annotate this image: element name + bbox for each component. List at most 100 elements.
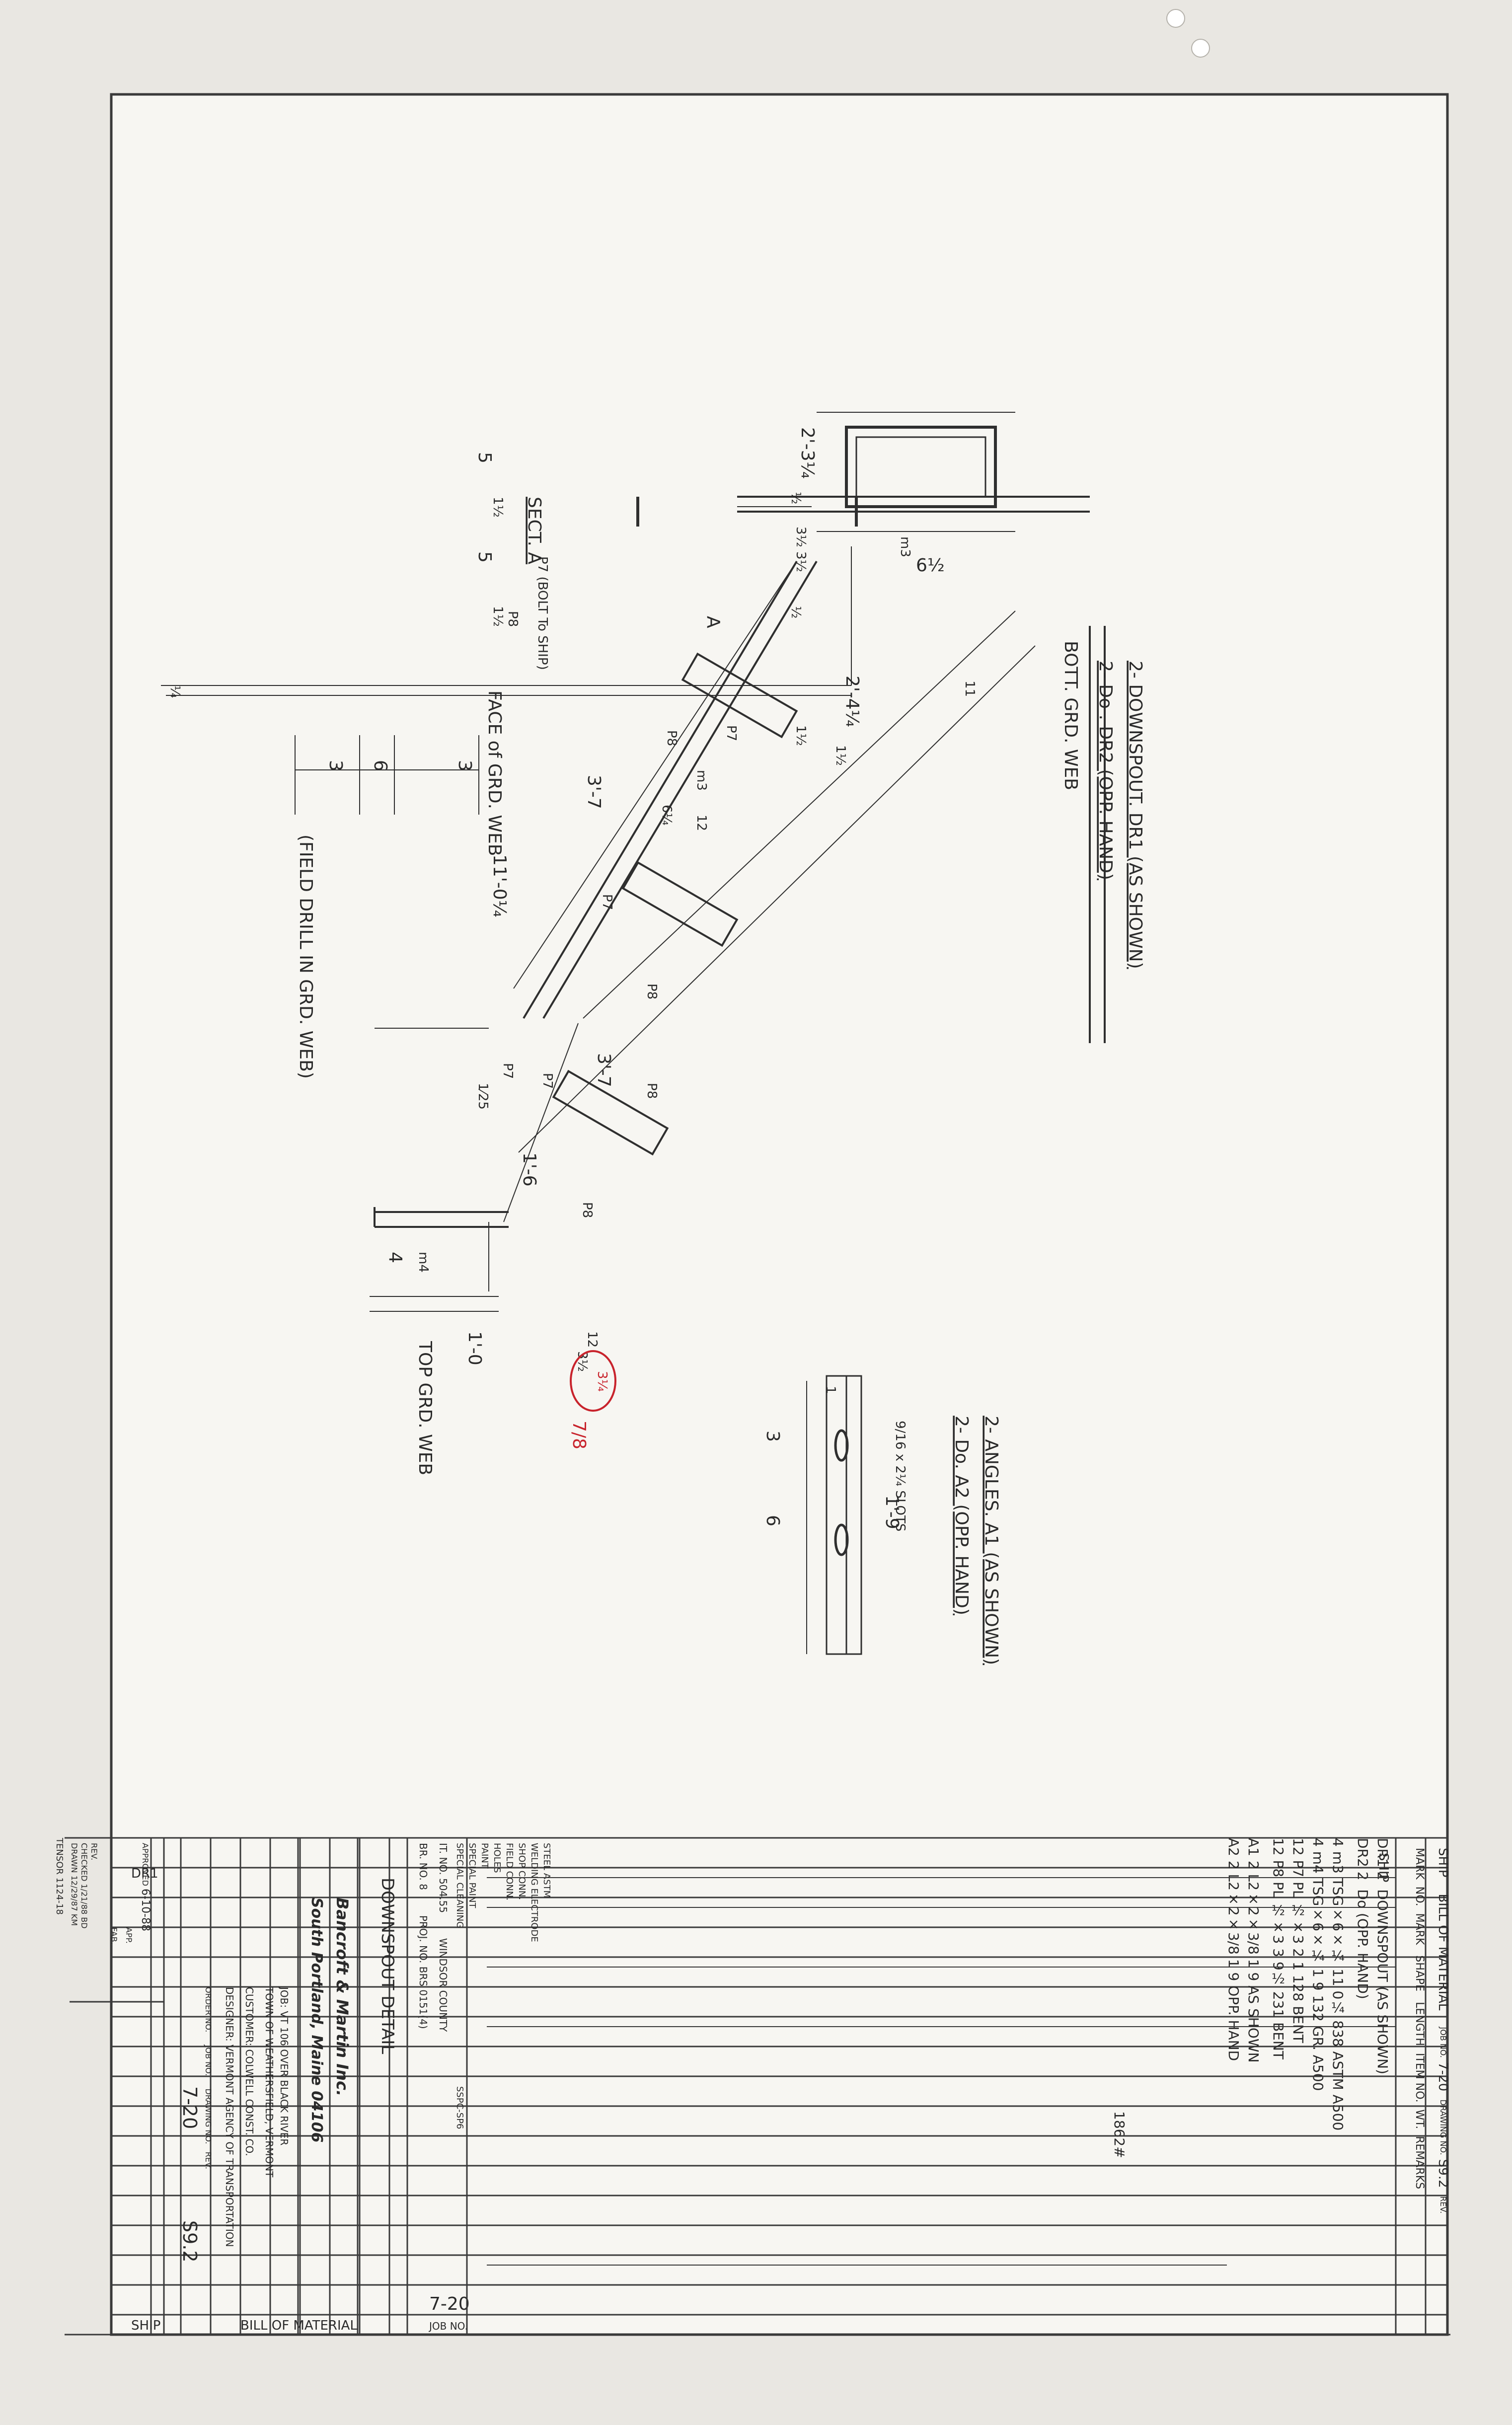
angles-title-1: 2- ANGLES. A1 (AS SHOWN) bbox=[981, 1416, 1001, 1665]
bom-wt: 128 bbox=[1290, 1974, 1306, 2002]
proj-no-label: PROJ. NO. bbox=[417, 1915, 429, 1964]
angle-dim-6: 6 bbox=[762, 1515, 783, 1526]
order-line: ORDER NO. JOB NO. DRAWING NO. REV. bbox=[204, 1987, 213, 2169]
mark-m3: m3 bbox=[694, 770, 709, 791]
titleblock-company: Bancroft & Martin Inc. South Portland, M… bbox=[303, 1838, 363, 2335]
dim-6half: 6½ bbox=[916, 555, 945, 576]
spec-shop-conn: SHOP CONN. bbox=[517, 1843, 527, 1900]
town: TOWN OF WEATHERSFIELD, VERMONT bbox=[263, 1987, 275, 2178]
dim-half-a: ½ bbox=[788, 492, 803, 504]
bom-header-mark: MARK bbox=[1413, 1848, 1426, 1880]
dim-11-0q: 11'-0¼ bbox=[489, 854, 510, 917]
br-no-value: 8 bbox=[417, 1884, 429, 1890]
tensor-note: TENSOR 1124-18 bbox=[54, 1838, 65, 1915]
spec-special-paint: SPECIAL PAINT bbox=[467, 1843, 477, 1908]
spec-field-conn: FIELD CONN. bbox=[504, 1843, 515, 1901]
dim-1-6: 1'-6 bbox=[519, 1152, 539, 1187]
bom-remarks: OPP. HAND bbox=[1225, 1985, 1242, 2061]
bom-wt: 132 bbox=[1310, 1995, 1326, 2022]
dim-3b: 3 bbox=[325, 760, 346, 771]
bom-header-length: LENGTH bbox=[1413, 2002, 1426, 2046]
dim-3-7b: 3'-7 bbox=[594, 1053, 614, 1087]
bom-wt: 231 bbox=[1270, 1991, 1286, 2018]
bom-shape: Do bbox=[1355, 1889, 1371, 1909]
field-drill-note: (FIELD DRILL IN GRD. WEB) bbox=[296, 834, 316, 1079]
checked-by: BD bbox=[79, 1917, 89, 1929]
face-grd-web: FACE of GRD. WEB bbox=[484, 690, 505, 856]
bom-header-wt: WT. bbox=[1413, 2109, 1426, 2129]
slope-12: 12 bbox=[694, 815, 709, 831]
red-revision-circle bbox=[570, 1350, 616, 1412]
bom-remarks: AS SHOWN bbox=[1245, 1985, 1262, 2063]
bom-ship: SHIP bbox=[131, 2318, 160, 2333]
bom-length: 1 9 bbox=[1245, 1959, 1262, 1981]
punch-hole bbox=[1166, 9, 1185, 28]
slope2-12: 12 bbox=[585, 1331, 600, 1348]
dim-1h-2: 1½ bbox=[833, 745, 848, 766]
br-no: BR. NO. 8 PROJ. NO. BRS 0151(4) bbox=[417, 1843, 429, 2029]
bom-no: 4 bbox=[1310, 1838, 1326, 1847]
bom-title-strip: SHIP BILL OF MATERIAL JOB NO. 7-20 DRAWI… bbox=[1426, 1848, 1450, 2345]
slots-note: 9/16 x 2¼ SLOTS bbox=[893, 1421, 907, 1531]
approved-value: 6-10-88 bbox=[139, 1889, 151, 1932]
tb-drawing-no-label: DRAWING NO. bbox=[204, 2088, 213, 2144]
mark-p7-b: P7 bbox=[600, 894, 614, 910]
bom-sub: m3 bbox=[1330, 1851, 1346, 1874]
drawn-label: DRAWN bbox=[70, 1843, 79, 1873]
designer-label: DESIGNER: bbox=[224, 1987, 235, 2042]
mark-p7-c: P7 bbox=[540, 1073, 555, 1089]
angles-title-2: 2- Do. A2 (OPP. HAND) bbox=[951, 1416, 972, 1615]
mark-p8-d: P8 bbox=[580, 1202, 595, 1218]
mark-m3-section: m3 bbox=[898, 536, 912, 557]
titleblock-spec-col: STEEL ASTM WELDING ELECTRODE SHOP CONN. … bbox=[454, 1838, 556, 2335]
bom-no: 4 bbox=[1330, 1838, 1346, 1847]
bom-length: (AS SHOWN) bbox=[1374, 1986, 1391, 2075]
bom-no: 2 bbox=[1355, 1871, 1371, 1881]
angle-dim-1-9: 1'-9 bbox=[882, 1495, 902, 1529]
bom-row-0: DR1 2 DOWNSPOUT (AS SHOWN) bbox=[1371, 1838, 1391, 2335]
bom-jobno-label: JOB NO. bbox=[1438, 2027, 1448, 2058]
checked-line: CHECKED 1/21/88 BD bbox=[79, 1843, 89, 1929]
spec-special-cleaning: SPECIAL CLEANING bbox=[454, 1843, 465, 1929]
spec-steel: STEEL ASTM bbox=[541, 1843, 552, 1898]
bom-shape: PL ½×3 bbox=[1270, 1882, 1286, 1944]
section-cut-mark: A bbox=[703, 616, 723, 628]
app-label: APP. bbox=[124, 1927, 134, 1944]
spec-holes: HOLES bbox=[492, 1843, 502, 1873]
mark-p8-section: P8 bbox=[505, 611, 520, 627]
bom-mark: DR2 bbox=[1355, 1838, 1371, 1867]
bom-row-2: 4 m3 TSG×6×¼ 11 0¼ 838 ASTM A500 bbox=[1326, 1838, 1346, 2335]
bom-remarks: ASTM A500 bbox=[1330, 2051, 1346, 2131]
tb-job-no: 7-20 bbox=[179, 2086, 201, 2129]
bom-header-shape: SHAPE bbox=[1413, 1955, 1426, 1992]
county: WINDSOR COUNTY bbox=[437, 1938, 449, 2032]
bom-sub: m4 bbox=[1310, 1851, 1326, 1874]
dim-5a: 5 bbox=[474, 452, 495, 463]
mark-p7-d: P7 bbox=[500, 1063, 515, 1079]
approved-line: APPROVED 6-10-88 bbox=[139, 1843, 151, 1931]
bom-ship-text: SHIP bbox=[1436, 1848, 1450, 1878]
bom-length: (OPP. HAND) bbox=[1355, 1913, 1371, 1999]
section-label: SECT. A bbox=[524, 497, 544, 564]
job-label: JOB: bbox=[278, 1987, 290, 2008]
bom-title: BILL OF MATERIAL bbox=[240, 2318, 357, 2333]
red-78: 7/8 bbox=[569, 1421, 589, 1449]
bom-wt: 838 bbox=[1330, 2020, 1346, 2047]
weld-callout: 1⁄25 bbox=[475, 1083, 490, 1110]
customer-value: COLWELL CONST. CO. bbox=[243, 2049, 255, 2156]
titleblock-approvals: APPROVED 6-10-88 APP. FAB. REV. CHECKED … bbox=[70, 1838, 159, 2002]
bom-job-no-label: JOB NO. bbox=[428, 2320, 468, 2332]
job-value: VT 106 OVER BLACK RIVER bbox=[278, 2011, 290, 2146]
bom-row-6: A1 2 L2×2×3/8 1 9 AS SHOWN bbox=[1242, 1838, 1262, 2335]
mark-p8-b: P8 bbox=[664, 730, 679, 746]
dim-1h-1: 1½ bbox=[793, 725, 808, 746]
tb-drawing-no: S9.2 bbox=[179, 2220, 201, 2263]
dim-3half-a: 3½ bbox=[793, 527, 808, 547]
titleblock-detail-title: DOWNSPOUT DETAIL bbox=[378, 1878, 397, 2054]
spec-paint: PAINT bbox=[479, 1843, 490, 1869]
titleblock-text: TENSOR 1124-18 bbox=[50, 1838, 65, 2335]
bom-header-mark2: MARK bbox=[1413, 1913, 1426, 1945]
bom-shape: L2×2×3/8 bbox=[1245, 1874, 1262, 1955]
drawn-by: KM bbox=[70, 1913, 79, 1926]
bom-no: 12 bbox=[1290, 1838, 1306, 1856]
